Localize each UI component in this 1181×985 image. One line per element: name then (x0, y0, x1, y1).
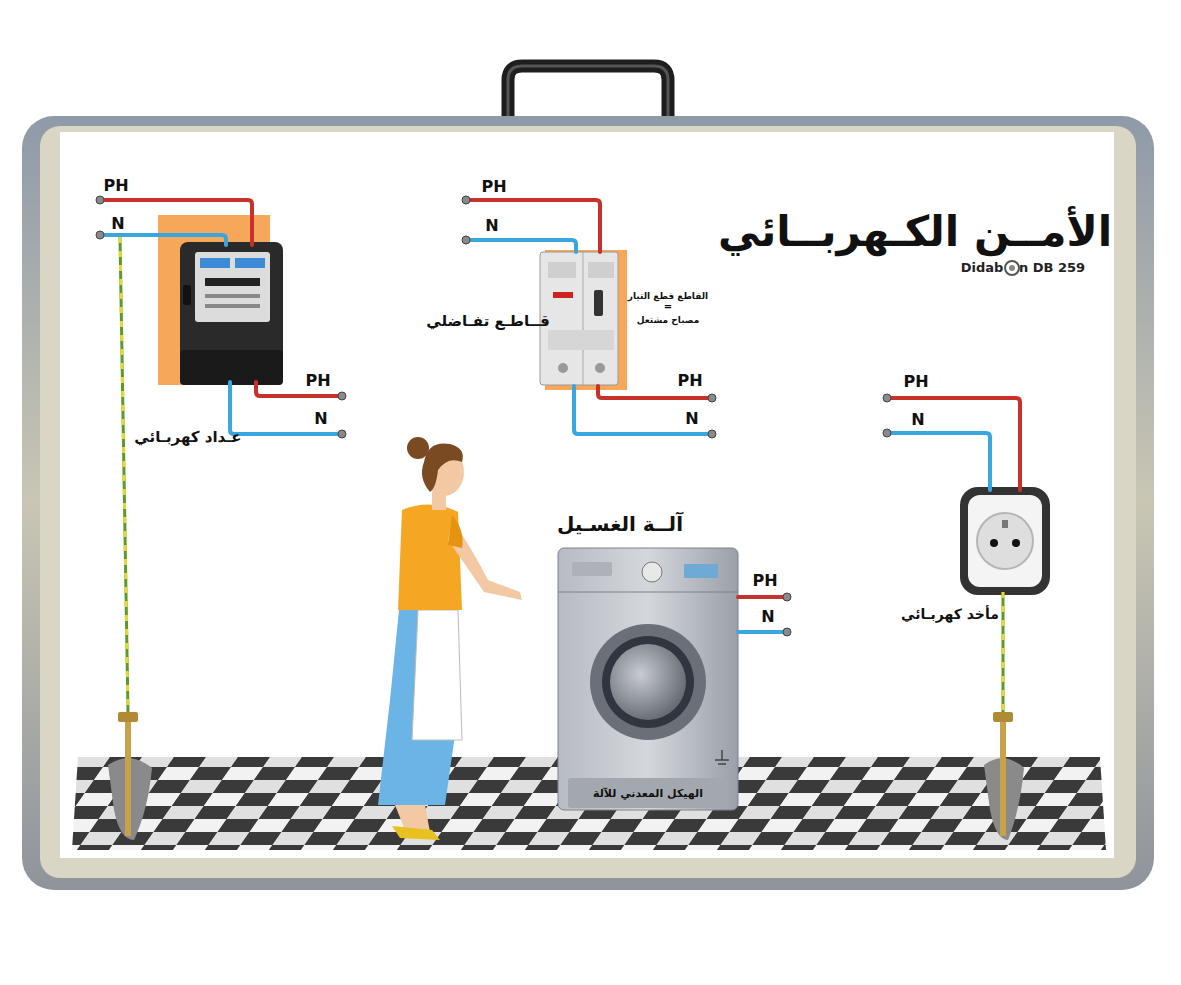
wire-name: N (485, 217, 498, 235)
breaker-device: قــاطـع تفـاضلي (430, 245, 630, 395)
logo-text: n DB 259 (1019, 261, 1085, 276)
meter-device: عـداد كهربـائي (100, 212, 300, 458)
wire-name: PH (752, 572, 777, 590)
wire-name: N (314, 410, 327, 428)
poster-title: الأمــن الكـهربــائي (718, 208, 1112, 256)
breaker-note: مصباح مشتعل (637, 315, 700, 325)
wire-name: N (761, 608, 774, 626)
device-label: عـداد كهربـائي (134, 429, 241, 446)
breaker-note: = (664, 301, 672, 313)
wire-name: PH (903, 373, 928, 391)
wire-name: PH (677, 372, 702, 390)
wire-name: PH (305, 372, 330, 390)
wire-name: N (111, 215, 124, 233)
logo-text: Didab (961, 261, 1004, 276)
device-label: قــاطـع تفـاضلي (426, 313, 549, 330)
breaker-note: القاطع قطع التيار (628, 291, 708, 301)
socket-device: مأخد كهربـائي (895, 480, 1055, 630)
wire-name: N (685, 410, 698, 428)
device-label: آلــة الغسـيل (557, 513, 683, 536)
wire-name: N (911, 411, 924, 429)
wire-name: PH (481, 178, 506, 196)
wire-name: PH (103, 177, 128, 195)
device-sublabel: الهيكل المعدني للآلة (593, 788, 703, 801)
device-label: مأخد كهربـائي (901, 606, 999, 622)
washer-device: آلــة الغسـيل الهيكل المعدني للآلة (556, 505, 740, 813)
